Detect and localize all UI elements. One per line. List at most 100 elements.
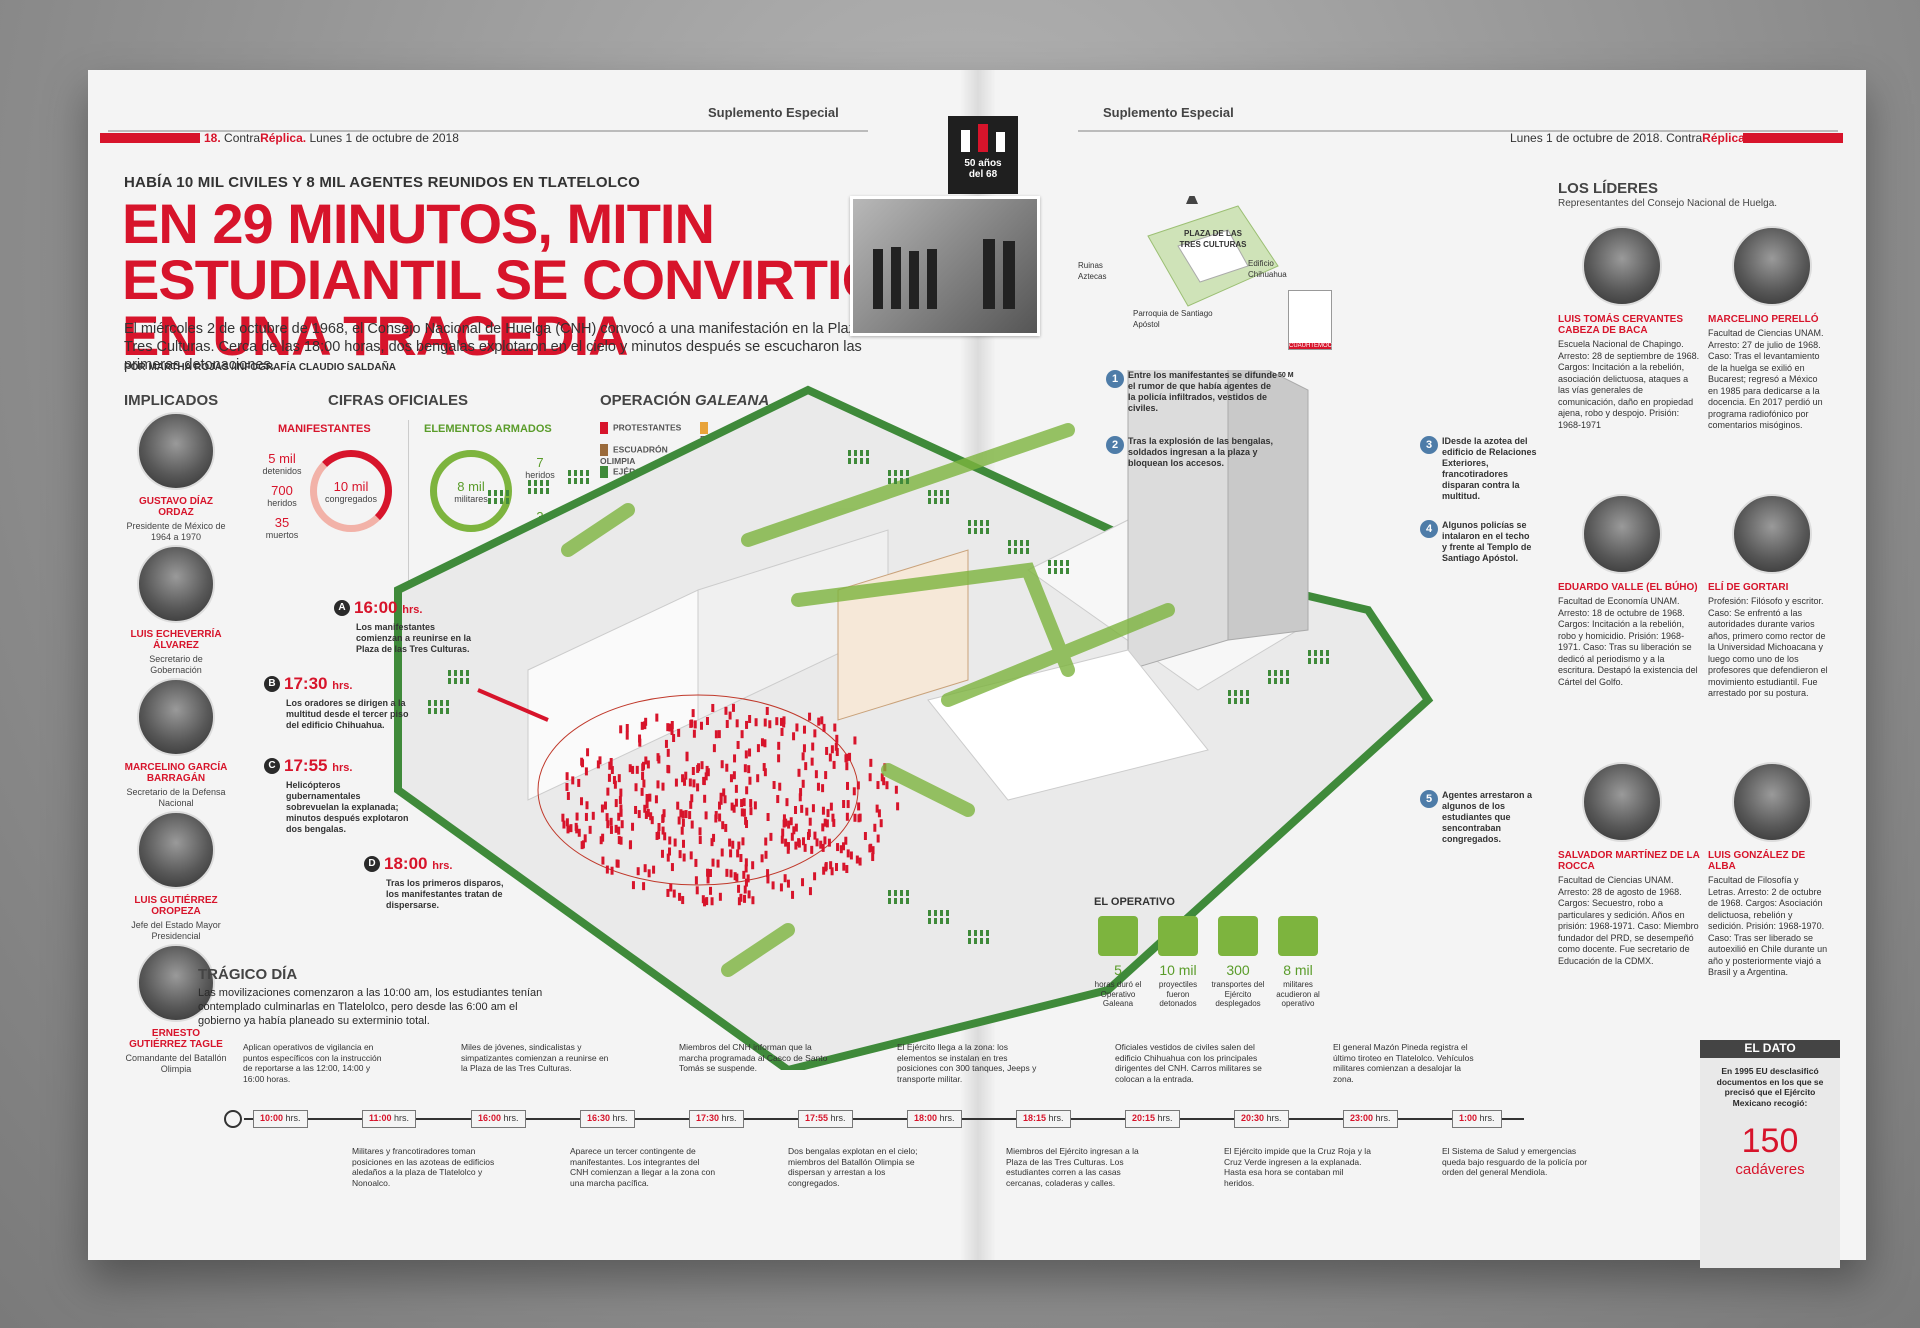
folio-text-left: Contra	[224, 131, 261, 145]
timeline-tick-unit: hrs.	[721, 1113, 737, 1123]
operativo-number: 10 mil	[1159, 962, 1197, 978]
operativo-icon	[1278, 916, 1318, 956]
leader-card: EDUARDO VALLE (EL BÚHO)Facultad de Econo…	[1558, 494, 1700, 688]
leader-portrait	[1582, 762, 1662, 842]
cifras-divider	[408, 420, 409, 640]
operativo-number: 5	[1114, 962, 1122, 978]
key-moment-time-unit: hrs.	[332, 762, 353, 774]
timeline-tick: 16:00 hrs.	[471, 1110, 526, 1128]
implicado-card: LUIS ECHEVERRÍA ÁLVAREZ Secretario de Gob…	[124, 545, 228, 676]
section-label-left: Suplemento Especial	[708, 105, 839, 120]
escape-arrow	[477, 688, 549, 722]
key-moment-time-value: 16:00	[354, 598, 398, 617]
timeline-tick: 17:30 hrs.	[689, 1110, 744, 1128]
militares-heridos-value: 7	[536, 455, 544, 470]
leader-portrait	[1732, 762, 1812, 842]
implicado-portrait	[137, 678, 215, 756]
header-rule-left	[108, 130, 868, 132]
photo-figures	[873, 239, 1015, 309]
implicado-role: Presidente de México de 1964 a 1970	[126, 521, 226, 542]
implicado-name: LUIS ECHEVERRÍA ÁLVAREZ	[130, 629, 222, 651]
armados-total-sub: militares	[454, 494, 488, 504]
detenidos-label: detenidos	[262, 466, 302, 476]
timeline-tick-time: 10:00	[260, 1113, 284, 1123]
operativo-text: militares acudieron al operativo	[1276, 980, 1320, 1008]
militares-heridos-label: heridos	[525, 470, 555, 480]
folio-bar-left	[100, 133, 200, 143]
ruinas-label: Ruinas Aztecas	[1078, 261, 1107, 281]
key-moment-time-unit: hrs.	[402, 604, 423, 616]
timeline-event: Oficiales vestidos de civiles salen del …	[1115, 1042, 1262, 1084]
key-moment-time-value: 17:30	[284, 674, 328, 693]
implicado-role: Secretario de Gobernación	[149, 654, 203, 675]
operativo-number: 300	[1226, 962, 1250, 978]
dato-number: 150	[1741, 1122, 1799, 1160]
key-moment-letter: B	[264, 676, 280, 692]
annotation-number-badge: 1	[1106, 370, 1124, 388]
annotation-number-badge: 2	[1106, 436, 1124, 454]
timeline-tick-unit: hrs.	[939, 1113, 955, 1123]
armados-label: ELEMENTOS ARMADOS	[424, 423, 552, 435]
legend-swatch	[700, 422, 708, 434]
cifras-heading: CIFRAS OFICIALES	[328, 392, 469, 409]
implicado-name: MARCELINO GARCÍA BARRAGÁN	[124, 762, 228, 784]
timeline-event: El Sistema de Salud y emergencias queda …	[1442, 1146, 1588, 1177]
timeline-tick-time: 20:15	[1132, 1113, 1156, 1123]
timeline-event: Miembros del CNH informan que la marcha …	[679, 1042, 828, 1073]
implicado-role: Secretario de la Defensa Nacional	[126, 787, 226, 808]
implicado-portrait	[137, 545, 215, 623]
timeline-tick-time: 16:00	[478, 1113, 502, 1123]
implicado-portrait	[137, 944, 215, 1022]
dato-heading: EL DATO	[1744, 1041, 1796, 1055]
key-moment-text: Helicópteros gubernamentales sobrevuelan…	[286, 780, 409, 834]
implicados-heading: IMPLICADOS	[124, 392, 219, 409]
timeline-tick: 10:00 hrs.	[253, 1110, 308, 1128]
muertos-value: 35	[274, 515, 290, 530]
legend-item: PROTESTANTES	[600, 422, 696, 434]
timeline-tick-unit: hrs.	[503, 1113, 519, 1123]
folio-date-left: Lunes 1 de octubre de 2018	[309, 131, 459, 145]
folio-brand-left: Réplica.	[260, 131, 307, 145]
leader-name: LUIS GONZÁLEZ DE ALBA	[1708, 850, 1806, 872]
dato-text: En 1995 EU desclasificó documentos en lo…	[1716, 1066, 1824, 1108]
protesters-crowd	[561, 703, 900, 907]
annotation-number-badge: 4	[1420, 520, 1438, 538]
timeline-tick: 16:30 hrs.	[580, 1110, 635, 1128]
dato-unit: cadáveres	[1735, 1161, 1805, 1178]
key-moment-text: Los oradores se dirigen a la multitud de…	[286, 698, 409, 730]
leader-portrait	[1582, 494, 1662, 574]
annotation-text: IDesde la azotea del edificio de Relacio…	[1442, 436, 1537, 501]
legend-label: ESCUADRÓN OLIMPIA	[600, 444, 668, 466]
implicado-portrait	[137, 412, 215, 490]
operativo-icon	[1098, 916, 1138, 956]
timeline-tick-unit: hrs.	[1266, 1113, 1282, 1123]
timeline-tick-unit: hrs.	[1157, 1113, 1173, 1123]
legend-item: ESCUADRÓN OLIMPIA	[600, 444, 696, 466]
timeline-event: Miles de jóvenes, sindicalistas y simpat…	[461, 1042, 609, 1073]
operativo-icon	[1218, 916, 1258, 956]
implicado-name: LUIS GUTIÉRREZ OROPEZA	[134, 895, 218, 917]
detenidos-value: 5 mil	[268, 451, 296, 466]
annotation-text: Tras la explosión de las bengalas, solda…	[1128, 436, 1274, 468]
operativo-text: transportes del Ejército desplegados	[1211, 980, 1265, 1008]
north-arrow-icon	[1186, 190, 1198, 204]
folio-brand-right: Réplica.	[1702, 131, 1749, 145]
logo-line-1: 50 años	[964, 158, 1002, 169]
timeline-tick: 20:30 hrs.	[1234, 1110, 1289, 1128]
leader-name: SALVADOR MARTÍNEZ DE LA ROCCA	[1558, 850, 1700, 872]
timeline-tick-time: 18:00	[914, 1113, 938, 1123]
implicado-name: ERNESTO GUTIÉRREZ TAGLE	[129, 1028, 223, 1050]
timeline-tick-unit: hrs.	[394, 1113, 410, 1123]
timeline-event: Aplican operativos de vigilancia en punt…	[243, 1042, 382, 1084]
legend-swatch	[600, 422, 608, 434]
